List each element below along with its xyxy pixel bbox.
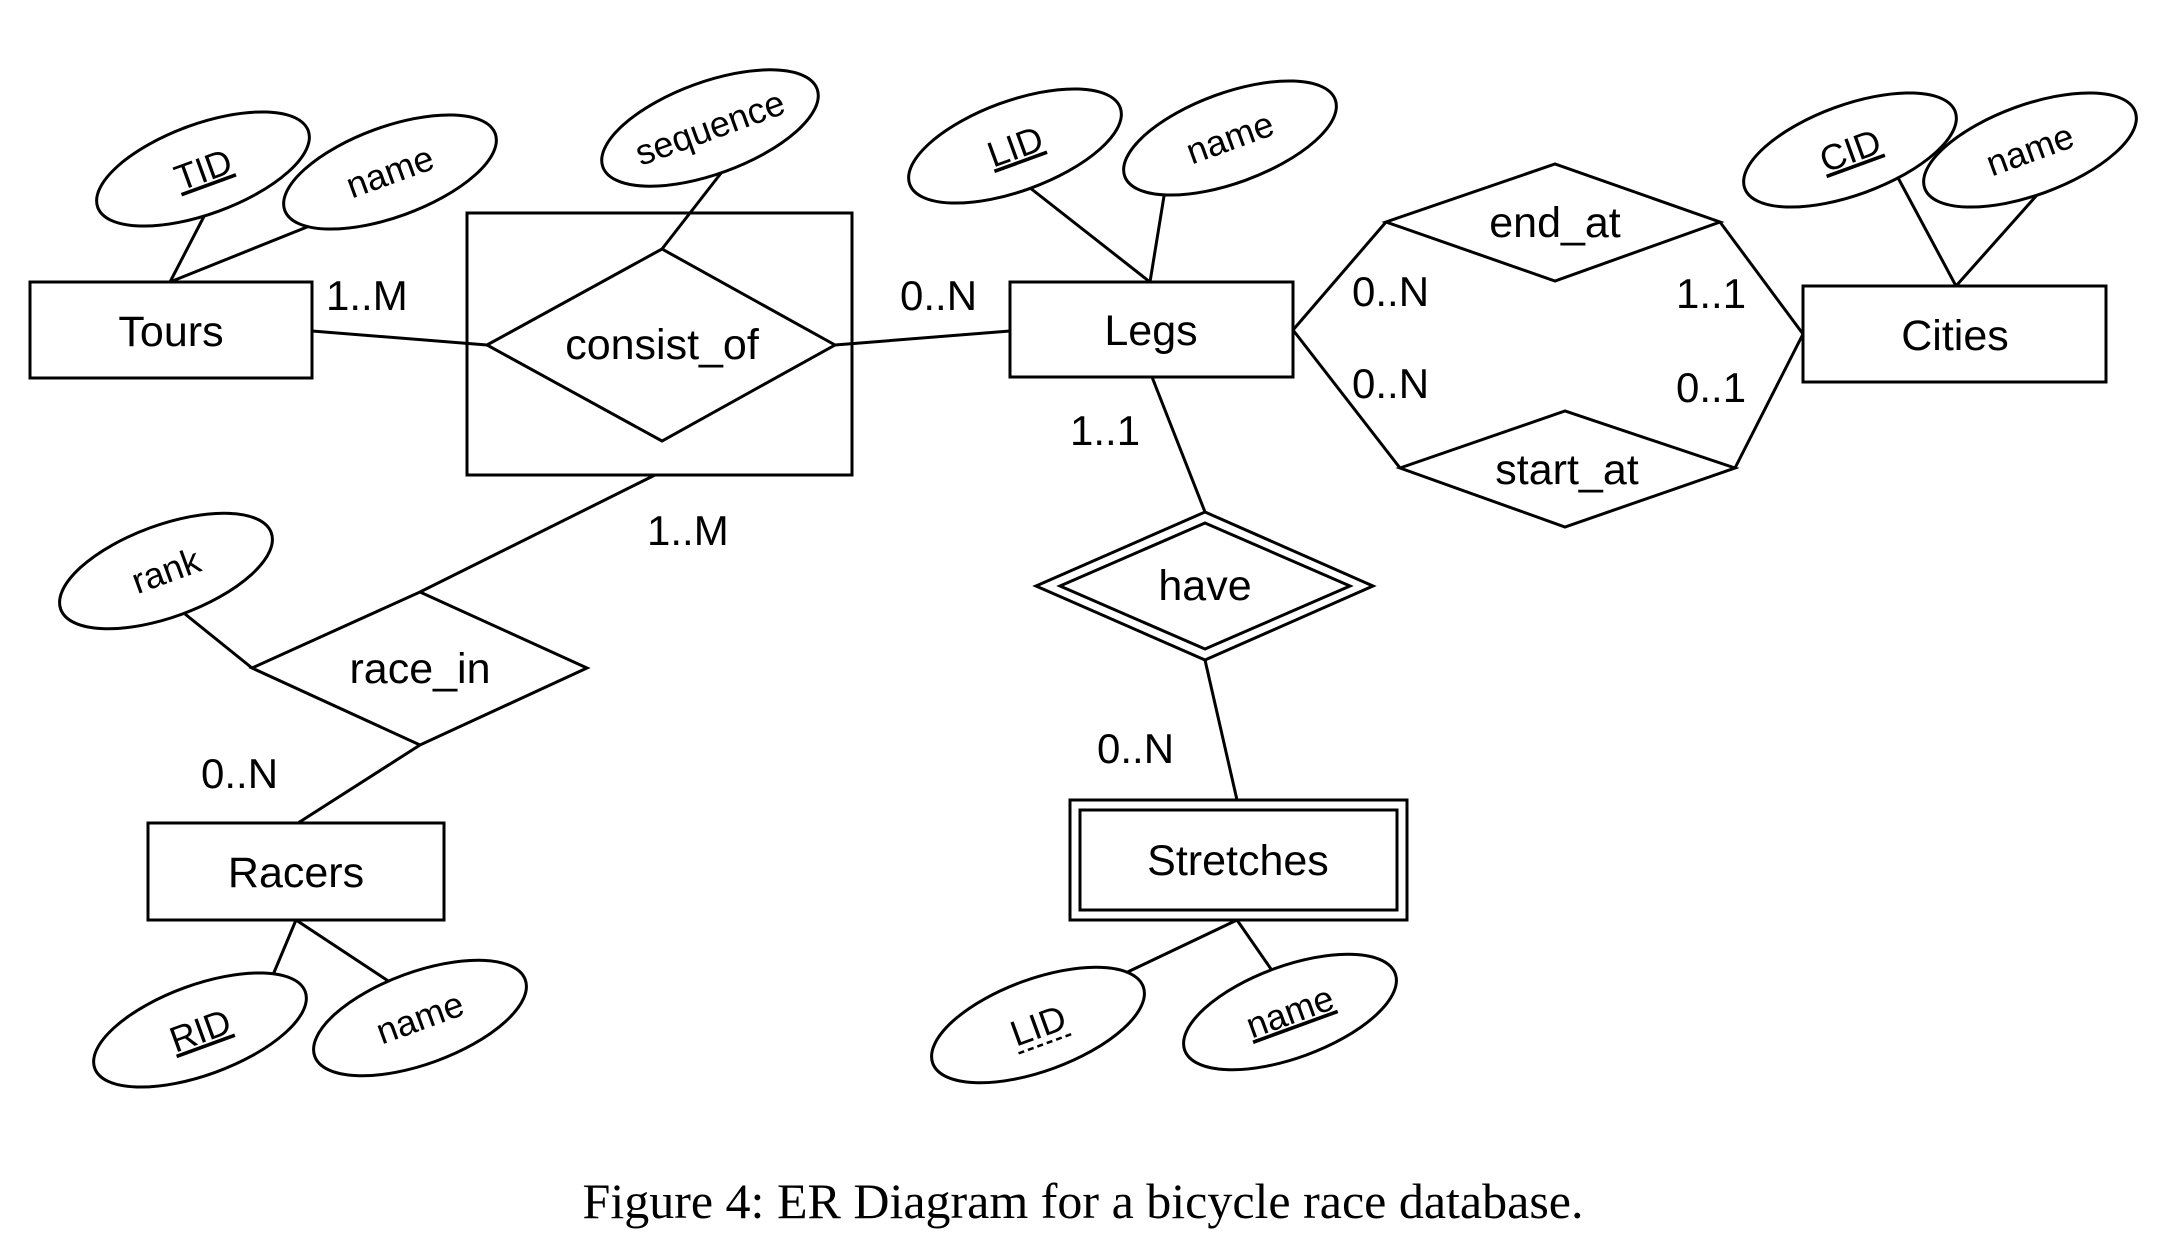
relationship-consist-of-label: consist_of	[565, 321, 760, 369]
relationship-have-label: have	[1158, 562, 1251, 610]
cardinality-end-at-cities: 1..1	[1676, 270, 1746, 317]
attribute-racers-name: name	[312, 958, 528, 1078]
entity-racers: Racers	[146, 821, 446, 922]
cardinality-legs-have: 1..1	[1070, 407, 1140, 454]
cardinality-tours-consist-of: 1..M	[326, 272, 408, 319]
cardinality-consist-of-legs: 0..N	[900, 272, 977, 319]
relationship-race-in: race_in	[248, 590, 591, 747]
entity-stretches: Stretches	[1068, 798, 1409, 922]
attribute-tours-name: name	[282, 113, 498, 231]
entity-legs-label: Legs	[1104, 307, 1197, 355]
attribute-stretches-name: name	[1182, 952, 1398, 1072]
attribute-tours-tid: TID	[95, 110, 311, 228]
relationship-end-at: end_at	[1381, 162, 1725, 283]
cardinality-labels: 1..M 0..N 0..N 1..1 0..N 0..1 1..1 0..N …	[201, 268, 1746, 797]
cardinality-start-at-cities: 0..1	[1676, 364, 1746, 411]
relationship-start-at-label: start_at	[1495, 446, 1638, 494]
entity-tours: Tours	[28, 280, 314, 380]
attribute-legs-name: name	[1122, 79, 1338, 197]
entity-legs: Legs	[1008, 280, 1295, 379]
relationship-consist-of: consist_of	[483, 247, 839, 443]
attribute-cities-name: name	[1922, 91, 2138, 209]
attribute-racers-rid: RID	[92, 971, 308, 1089]
relationship-race-in-label: race_in	[349, 645, 490, 693]
cardinality-legs-end-at: 0..N	[1352, 268, 1429, 315]
relationship-end-at-label: end_at	[1489, 199, 1621, 247]
cardinality-race-in-racers: 0..N	[201, 750, 278, 797]
cardinality-legs-start-at: 0..N	[1352, 360, 1429, 407]
entity-stretches-label: Stretches	[1147, 837, 1329, 885]
cardinality-have-stretches: 0..N	[1097, 725, 1174, 772]
figure-caption: Figure 4: ER Diagram for a bicycle race …	[583, 1173, 1584, 1229]
attribute-rank: rank	[58, 511, 274, 631]
entity-tours-label: Tours	[118, 308, 223, 356]
attribute-stretches-lid: LID	[930, 965, 1146, 1085]
relationship-have: have	[1032, 510, 1377, 662]
entity-racers-label: Racers	[228, 849, 364, 897]
attribute-cities-cid: CID	[1742, 91, 1958, 209]
entity-cities: Cities	[1801, 284, 2108, 384]
entity-cities-label: Cities	[1901, 312, 2009, 360]
attribute-legs-lid: LID	[907, 87, 1123, 205]
aggregation-box	[465, 211, 854, 477]
cardinality-consist-of-race-in: 1..M	[647, 507, 729, 554]
relationship-start-at: start_at	[1395, 409, 1740, 529]
